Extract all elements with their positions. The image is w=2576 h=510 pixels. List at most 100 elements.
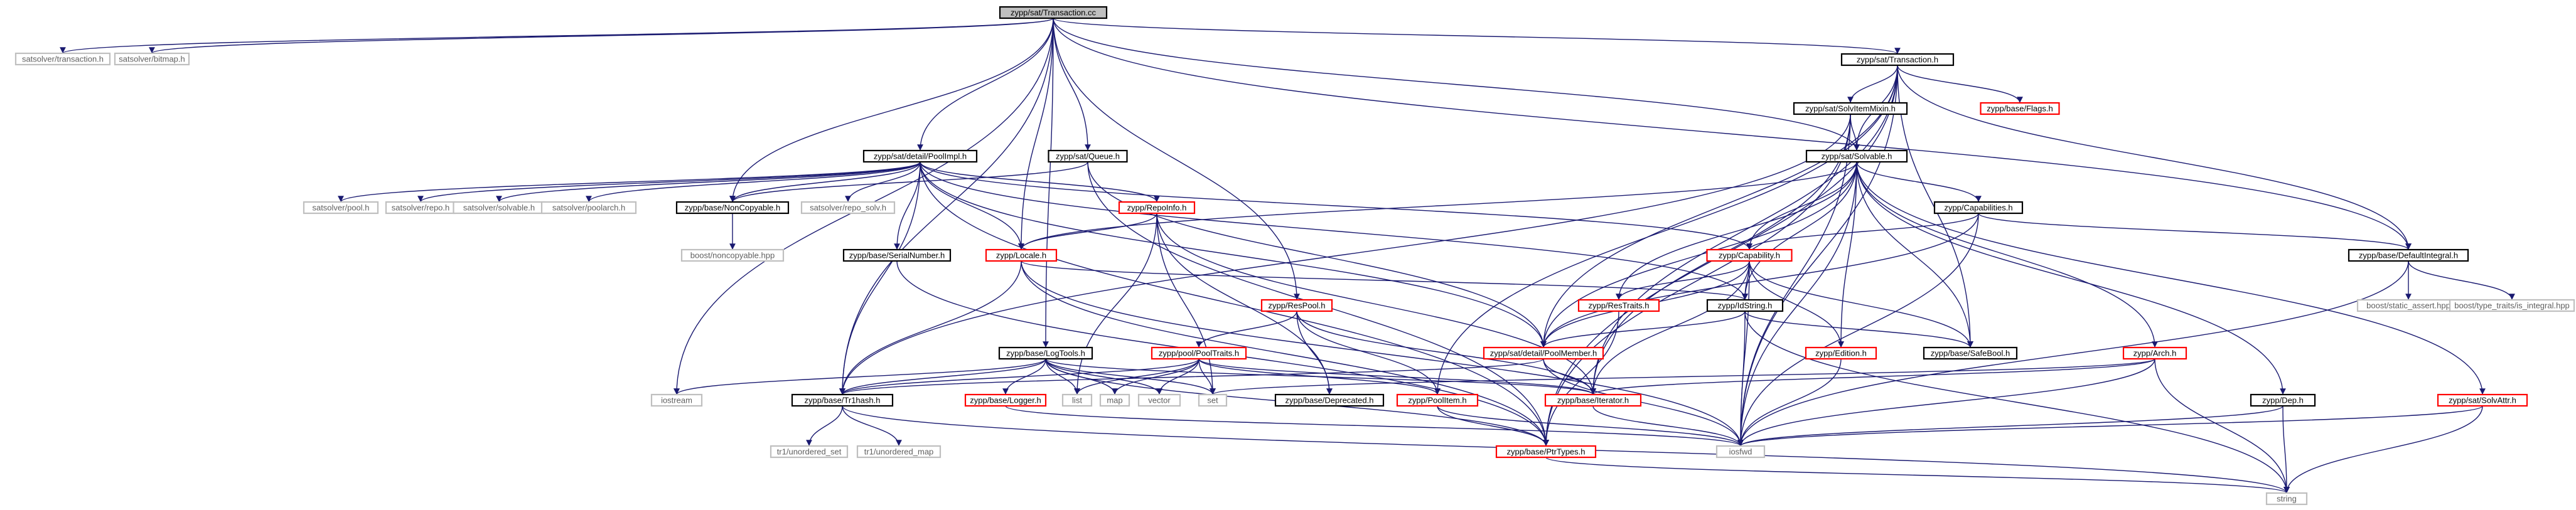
node-zypp-sat-detail-poolimpl-h[interactable]: zypp/sat/detail/PoolImpl.h — [862, 149, 978, 163]
node-box — [14, 52, 111, 66]
node-zypp-capability-h[interactable]: zypp/Capability.h — [1706, 248, 1793, 262]
dependency-edge — [1590, 358, 2155, 395]
node-zypp-sat-transaction-cc[interactable]: zypp/sat/Transaction.cc — [999, 6, 1108, 19]
node-zypp-repoinfo-h[interactable]: zypp/RepoInfo.h — [1118, 201, 1196, 215]
node-zypp-base-safebool-h[interactable]: zypp/base/SafeBool.h — [1923, 346, 2018, 360]
node-label: zypp/Arch.h — [2133, 348, 2177, 358]
node-label: zypp/Capabilities.h — [1944, 203, 2012, 212]
node-label: satsolver/bitmap.h — [119, 54, 185, 63]
dependency-edge — [1156, 213, 1333, 395]
node-zypp-sat-solvitemmixin-h[interactable]: zypp/sat/SolvItemMixin.h — [1793, 102, 1908, 115]
dependency-edge — [920, 161, 1752, 250]
dependency-edge — [1156, 213, 1596, 395]
node-label: zypp/base/NonCopyable.h — [685, 203, 781, 212]
node-zypp-sat-solvable-h[interactable]: zypp/sat/Solvable.h — [1805, 149, 1908, 163]
edge-poolimpl-to-sv_repo — [417, 161, 921, 203]
dependency-edge — [1737, 358, 2155, 447]
node-zypp-sat-detail-poolmember-h[interactable]: zypp/sat/detail/PoolMember.h — [1483, 346, 1604, 360]
node-zypp-base-flags-h[interactable]: zypp/base/Flags.h — [1980, 102, 2060, 115]
node-box — [680, 248, 785, 262]
node-zypp-base-deprecated-h[interactable]: zypp/base/Deprecated.h — [1274, 393, 1385, 407]
dependency-edge — [2154, 358, 2290, 494]
node-box — [303, 201, 379, 215]
edge-repoinfo-to-set — [1156, 213, 1216, 395]
dependency-edge — [839, 18, 1054, 395]
dependency-edge — [417, 161, 921, 203]
dependency-edge — [1746, 213, 1979, 250]
node-zypp-base-defaultintegral-h[interactable]: zypp/base/DefaultIntegral.h — [2348, 248, 2469, 262]
node-zypp-arch-h[interactable]: zypp/Arch.h — [2122, 346, 2187, 360]
edge-logtools-to-iostream — [674, 358, 1046, 395]
node-zypp-edition-h[interactable]: zypp/Edition.h — [1805, 346, 1877, 360]
dependency-edge — [1053, 18, 1300, 300]
node-zypp-base-serialnumber-h[interactable]: zypp/base/SerialNumber.h — [842, 248, 952, 262]
edge-iterator-to-iosfwd — [1592, 405, 1744, 447]
node-label: satsolver/poolarch.h — [552, 203, 625, 212]
node-label: zypp/base/SafeBool.h — [1931, 348, 2010, 358]
node-zypp-base-noncopyable-h[interactable]: zypp/base/NonCopyable.h — [675, 201, 790, 215]
node-box — [1137, 393, 1181, 407]
node-label: zypp/IdString.h — [1718, 300, 1773, 310]
edge-solvitemixin-to-trhash — [839, 114, 1851, 395]
node-zypp-idstring-h[interactable]: zypp/IdString.h — [1706, 299, 1784, 312]
node-box — [964, 393, 1047, 407]
node-label: vector — [1148, 395, 1171, 405]
node-box — [1198, 393, 1228, 407]
edge-ptrtypes-to-string — [1545, 457, 2290, 494]
node-zypp-locale-h[interactable]: zypp/Locale.h — [985, 248, 1058, 262]
node-zypp-base-ptrtypes-h[interactable]: zypp/base/PtrTypes.h — [1495, 445, 1597, 459]
node-zypp-dep-h[interactable]: zypp/Dep.h — [2250, 393, 2316, 407]
node-box — [1495, 445, 1597, 459]
node-box — [1805, 149, 1908, 163]
dependency-edge — [1616, 260, 1750, 300]
edge-sat_trans_h-to-defaultintegral — [1897, 65, 2412, 250]
dependency-edge — [729, 18, 1054, 203]
node-zypp-base-logtools-h[interactable]: zypp/base/LogTools.h — [998, 346, 1093, 360]
node-label: zypp/sat/Transaction.cc — [1011, 8, 1097, 17]
node-zypp-restraits-h[interactable]: zypp/ResTraits.h — [1577, 299, 1660, 312]
edge-solvitemixin-to-iosfwd — [1737, 114, 1851, 447]
node-zypp-base-tr1hash-h[interactable]: zypp/base/Tr1hash.h — [791, 393, 894, 407]
edge-solvable-to-poolmember — [1540, 161, 1857, 348]
node-label: zypp/base/Tr1hash.h — [805, 395, 881, 405]
dependency-edge — [920, 161, 1160, 203]
edge-sat_trans_h-to-base_flags — [1897, 65, 2023, 104]
node-box — [1274, 393, 1385, 407]
dependency-edge — [674, 358, 1046, 395]
dependency-edge — [2284, 405, 2483, 494]
edge-capabilities-to-capability — [1746, 213, 1979, 250]
dependency-edge — [1540, 161, 1857, 348]
dependency-edge — [1749, 260, 1973, 348]
node-zypp-pool-pooltraits-h[interactable]: zypp/pool/PoolTraits.h — [1151, 346, 1247, 360]
node-zypp-capabilities-h[interactable]: zypp/Capabilities.h — [1933, 201, 2024, 215]
node-tr1-unordered-set: tr1/unordered_set — [770, 445, 849, 459]
dependency-edge — [839, 358, 1199, 395]
edge-locale-to-trhash — [839, 260, 1022, 395]
node-zypp-sat-queue-h[interactable]: zypp/sat/Queue.h — [1048, 149, 1128, 163]
node-zypp-sat-transaction-h[interactable]: zypp/sat/Transaction.h — [1840, 53, 1955, 66]
dependency-edge — [496, 161, 921, 203]
node-zypp-base-logger-h[interactable]: zypp/base/Logger.h — [964, 393, 1047, 407]
node-zypp-poolitem-h[interactable]: zypp/PoolItem.h — [1396, 393, 1479, 407]
edge-solvitemixin-to-ptrtypes — [1543, 114, 1851, 447]
node-zypp-base-iterator-h[interactable]: zypp/base/Iterator.h — [1544, 393, 1642, 407]
edge-solvable-to-restraits — [1616, 161, 1857, 300]
node-box — [1980, 102, 2060, 115]
edge-poolmember-to-iosfwd — [1543, 358, 1744, 447]
edge-sat_trans_h-to-poolmember — [1540, 65, 1898, 348]
node-label: zypp/sat/detail/PoolMember.h — [1490, 348, 1597, 358]
node-zypp-sat-solvattr-h[interactable]: zypp/sat/SolvAttr.h — [2437, 393, 2528, 407]
edge-poolimpl-to-sv_solvable — [496, 161, 921, 203]
dependency-edge — [839, 161, 921, 395]
dependency-edge — [917, 18, 1054, 151]
edge-capability-to-restraits — [1616, 260, 1750, 300]
edge-trhash-to-tr1_uset — [806, 405, 843, 447]
node-label: set — [1207, 395, 1218, 405]
node-label: satsolver/repo_solv.h — [810, 203, 886, 212]
node-zypp-respool-h[interactable]: zypp/ResPool.h — [1260, 299, 1333, 312]
dependency-edge — [1437, 405, 1549, 447]
node-tr1-unordered-map: tr1/unordered_map — [856, 445, 942, 459]
edge-capability-to-safebool — [1749, 260, 1973, 348]
dependency-edge — [839, 114, 1851, 395]
dependency-edge — [845, 161, 921, 203]
